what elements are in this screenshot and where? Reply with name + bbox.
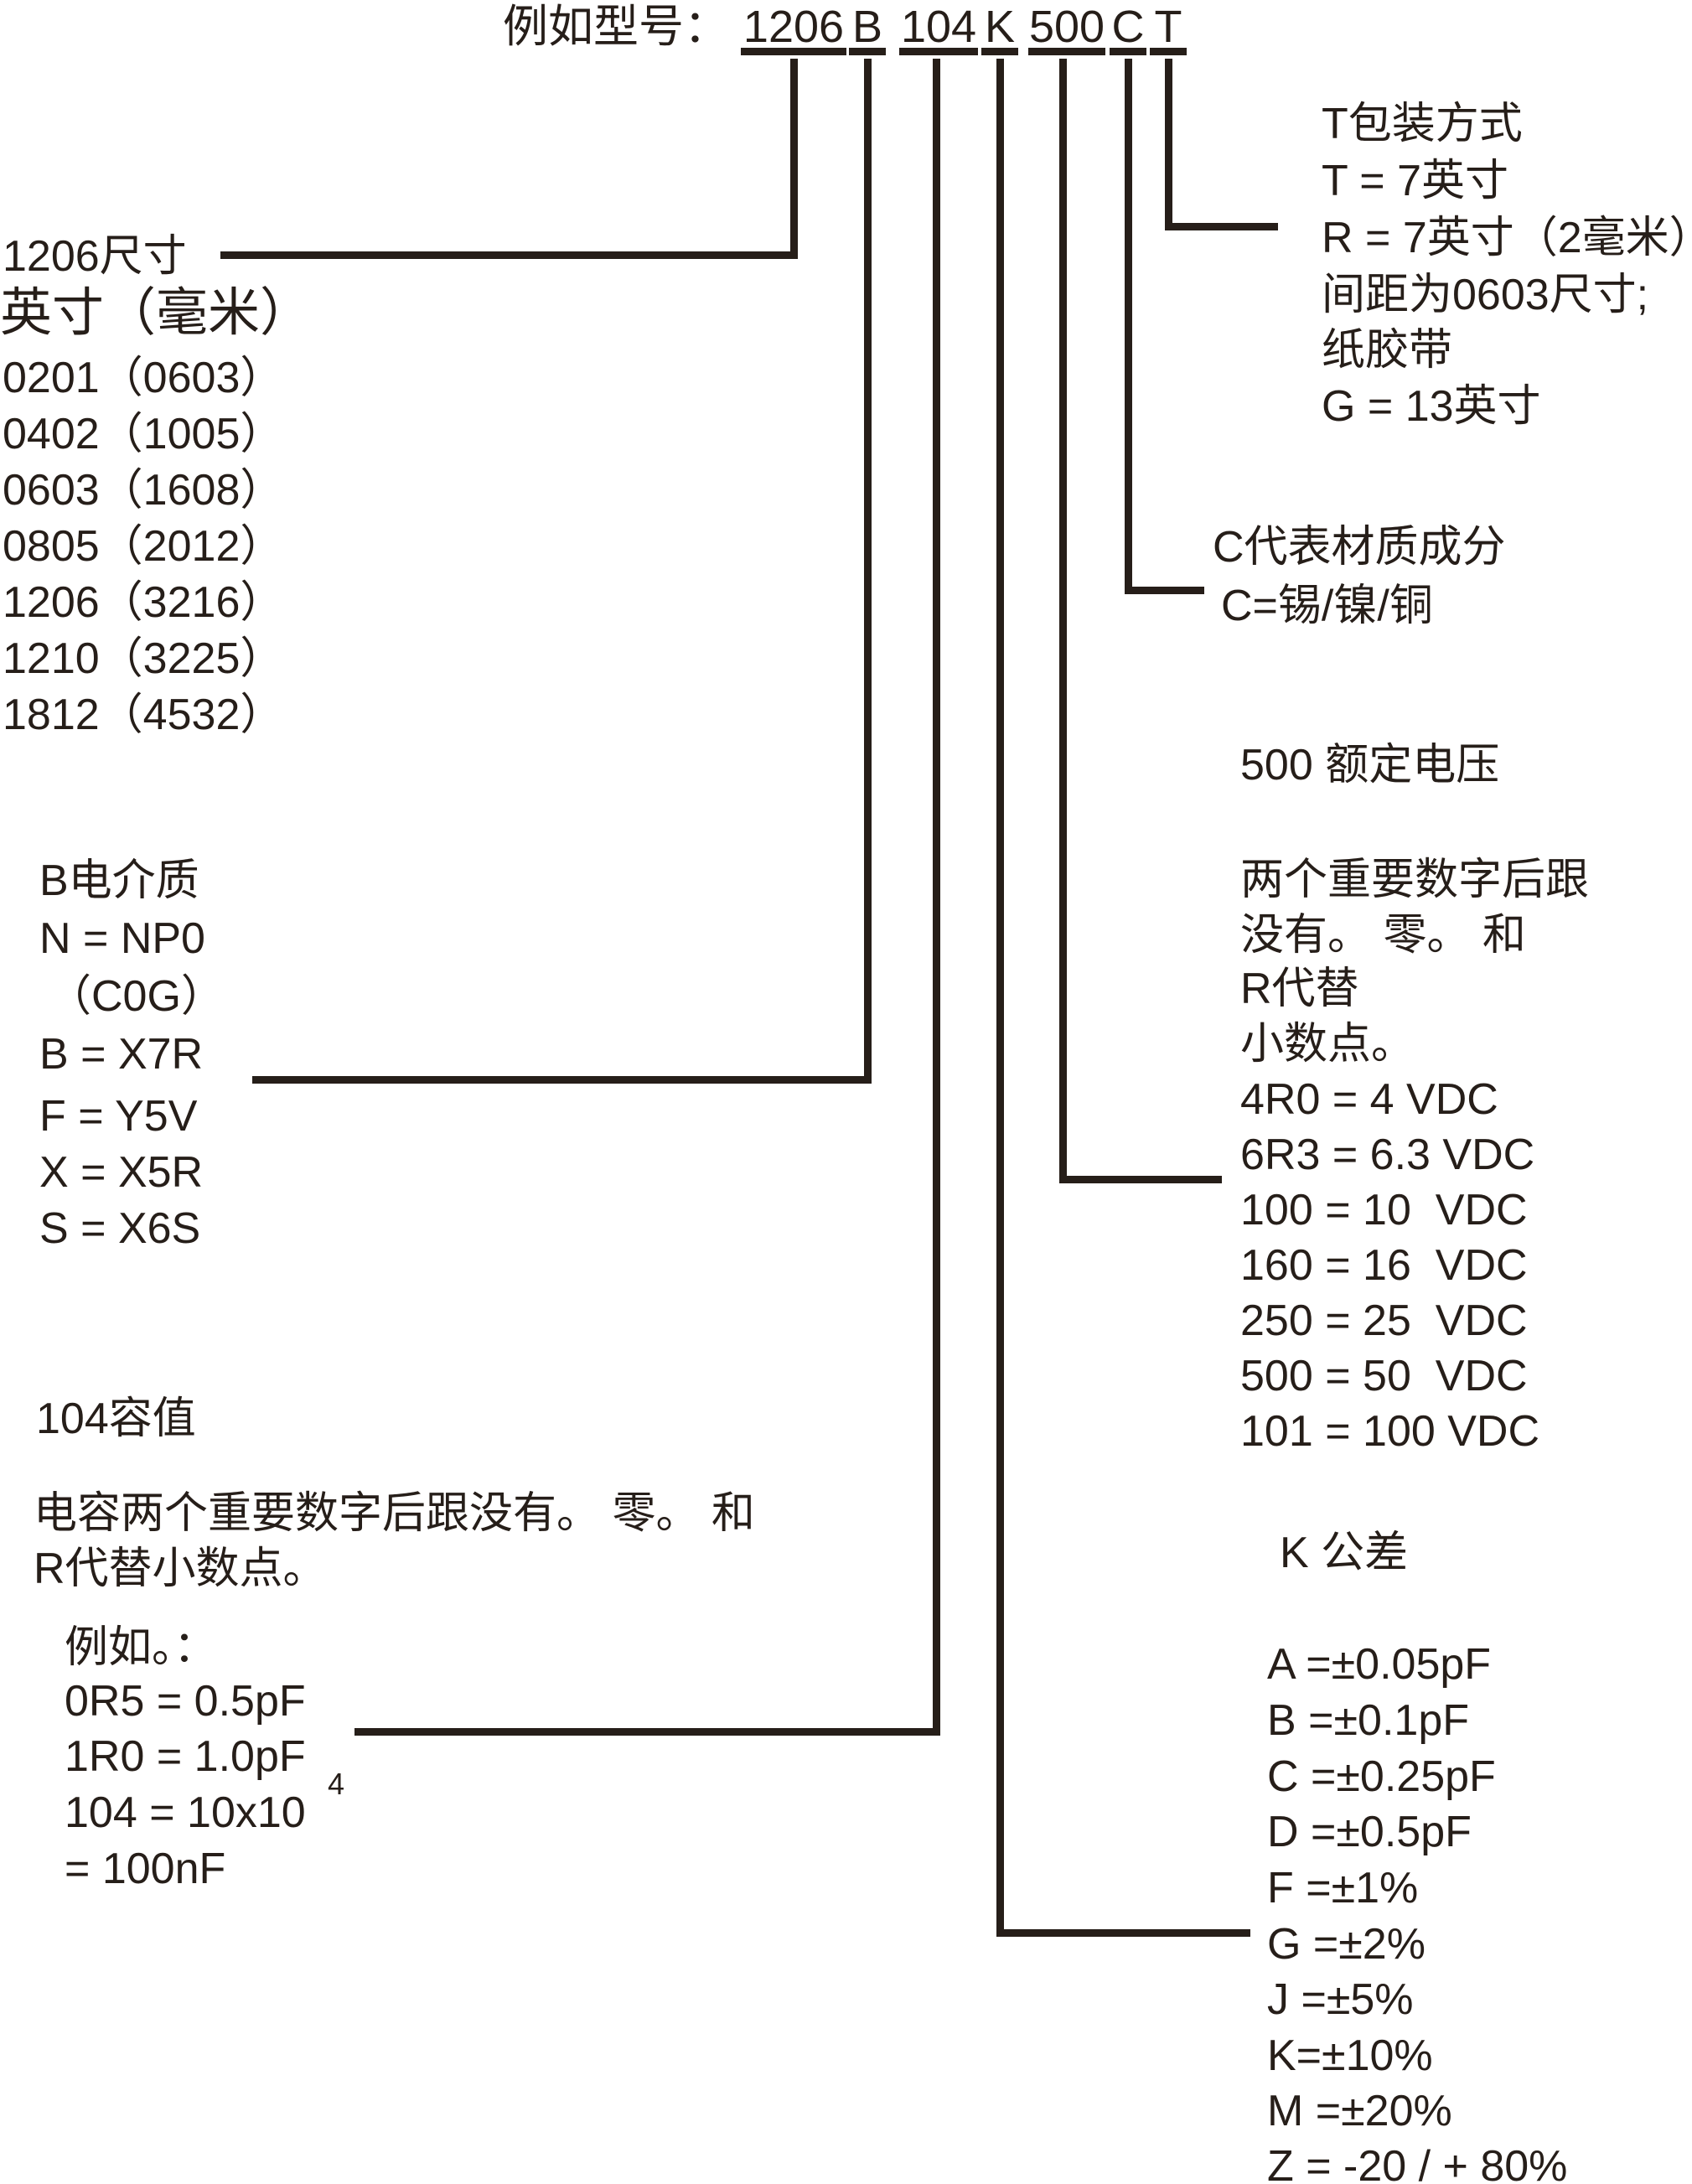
title-segment-termination: C [1111, 2, 1145, 52]
packaging-row: R = 7英寸（2毫米） [1322, 214, 1692, 262]
tolerance-row: Z = -20 / + 80% [1267, 2142, 1568, 2184]
voltage-row: 4R0 = 4 VDC [1240, 1075, 1498, 1124]
capacitance-heading: 104容值 [36, 1395, 196, 1443]
connector-capacitance-vertical [933, 59, 940, 1736]
dielectric-heading: B电介质 [39, 857, 199, 905]
underline-dielectric-segment [849, 48, 886, 55]
tolerance-row: B =±0.1pF [1267, 1696, 1470, 1745]
voltage-row: 160 = 16 VDC [1240, 1241, 1528, 1290]
connector-packaging-horizontal [1165, 223, 1278, 230]
dielectric-row: N = NP0 [39, 914, 205, 963]
tolerance-row: C =±0.25pF [1267, 1752, 1496, 1801]
size-row: 0402（1005） [3, 410, 284, 458]
underline-voltage-segment [1028, 48, 1105, 55]
voltage-description: 两个重要数字后跟 [1240, 856, 1590, 904]
termination-heading: C代表材质成分 [1213, 523, 1506, 572]
capacitance-description: R代替小数点。 [34, 1545, 327, 1593]
voltage-description: R代替 [1240, 965, 1359, 1013]
voltage-row: 250 = 25 VDC [1240, 1296, 1528, 1345]
packaging-row: 纸胶带 [1322, 326, 1453, 375]
dielectric-row: S = X6S [39, 1204, 201, 1253]
title-segment-size: 1206 [743, 2, 845, 52]
connector-tolerance-vertical [996, 59, 1004, 1937]
connector-termination-vertical [1125, 59, 1132, 594]
title-segment-capacitance: 104 [900, 2, 977, 52]
voltage-heading: 500 额定电压 [1240, 741, 1500, 789]
tolerance-heading: K 公差 [1280, 1529, 1409, 1577]
connector-size-vertical [790, 59, 798, 259]
connector-voltage-vertical [1059, 59, 1067, 1183]
voltage-row: 500 = 50 VDC [1240, 1352, 1528, 1400]
dielectric-row: B = X7R [39, 1030, 204, 1079]
voltage-description: 没有。 零。 和 [1240, 911, 1526, 960]
tolerance-row: F =±1% [1267, 1864, 1419, 1912]
connector-dielectric-horizontal [252, 1076, 872, 1084]
size-row: 1812（4532） [3, 691, 284, 739]
connector-dielectric-vertical [864, 59, 872, 1084]
voltage-row: 100 = 10 VDC [1240, 1186, 1528, 1234]
tolerance-row: D =±0.5pF [1267, 1808, 1472, 1856]
connector-tolerance-horizontal [996, 1929, 1250, 1937]
size-row: 0201（0603） [3, 354, 284, 402]
underline-tolerance-segment [981, 48, 1018, 55]
packaging-row: 间距为0603尺寸; [1322, 271, 1649, 319]
capacitance-example-label: 例如。： [65, 1623, 218, 1672]
size-row: 0603（1608） [3, 466, 284, 515]
voltage-row: 6R3 = 6.3 VDC [1240, 1131, 1535, 1179]
title-segment-packaging: T [1154, 2, 1182, 52]
title-segment-dielectric: B [851, 2, 883, 52]
size-row: 1206（3216） [3, 578, 284, 627]
size-code-label: 1206尺寸 [3, 232, 187, 281]
title-segment-voltage: 500 [1028, 2, 1105, 52]
underline-capacitance-segment [899, 48, 978, 55]
tolerance-row: A =±0.05pF [1267, 1640, 1492, 1689]
packaging-row: G = 13英寸 [1322, 382, 1541, 431]
connector-size-horizontal [220, 251, 798, 259]
packaging-heading: T包装方式 [1322, 100, 1523, 148]
tolerance-row: J =±5% [1267, 1975, 1414, 2024]
dielectric-row: （C0G） [48, 972, 225, 1021]
dielectric-row: X = X5R [39, 1148, 204, 1197]
connector-voltage-horizontal [1059, 1176, 1222, 1183]
packaging-row: T = 7英寸 [1322, 157, 1509, 205]
connector-packaging-vertical [1165, 59, 1172, 230]
underline-packaging-segment [1150, 48, 1187, 55]
connector-termination-horizontal [1125, 587, 1204, 594]
voltage-description: 小数点。 [1240, 1020, 1415, 1069]
size-heading: 英寸（毫米） [0, 284, 313, 342]
underline-termination-segment [1110, 48, 1146, 55]
capacitance-formula-result: = 100nF [65, 1845, 226, 1893]
connector-capacitance-horizontal [354, 1728, 940, 1736]
dielectric-row: F = Y5V [39, 1092, 198, 1141]
capacitance-row: 1R0 = 1.0pF [65, 1732, 306, 1781]
tolerance-row: G =±2% [1267, 1920, 1426, 1969]
size-row: 0805（2012） [3, 522, 284, 571]
title-prefix: 例如型号： [503, 2, 729, 52]
tolerance-row: M =±20% [1267, 2087, 1452, 2135]
size-row: 1210（3225） [3, 634, 284, 683]
capacitance-row: 0R5 = 0.5pF [65, 1677, 306, 1726]
title-segment-tolerance: K [984, 2, 1016, 52]
capacitance-formula: 104 = 10x10 [65, 1788, 306, 1837]
voltage-row: 101 = 100 VDC [1240, 1407, 1540, 1456]
underline-size-segment [741, 48, 846, 55]
termination-value: C=锡/镍/铜 [1221, 582, 1433, 630]
capacitance-formula-exponent: 4 [328, 1767, 345, 1801]
capacitance-description: 电容两个重要数字后跟没有。 零。 和 [34, 1489, 755, 1538]
tolerance-row: K=±10% [1267, 2031, 1433, 2080]
